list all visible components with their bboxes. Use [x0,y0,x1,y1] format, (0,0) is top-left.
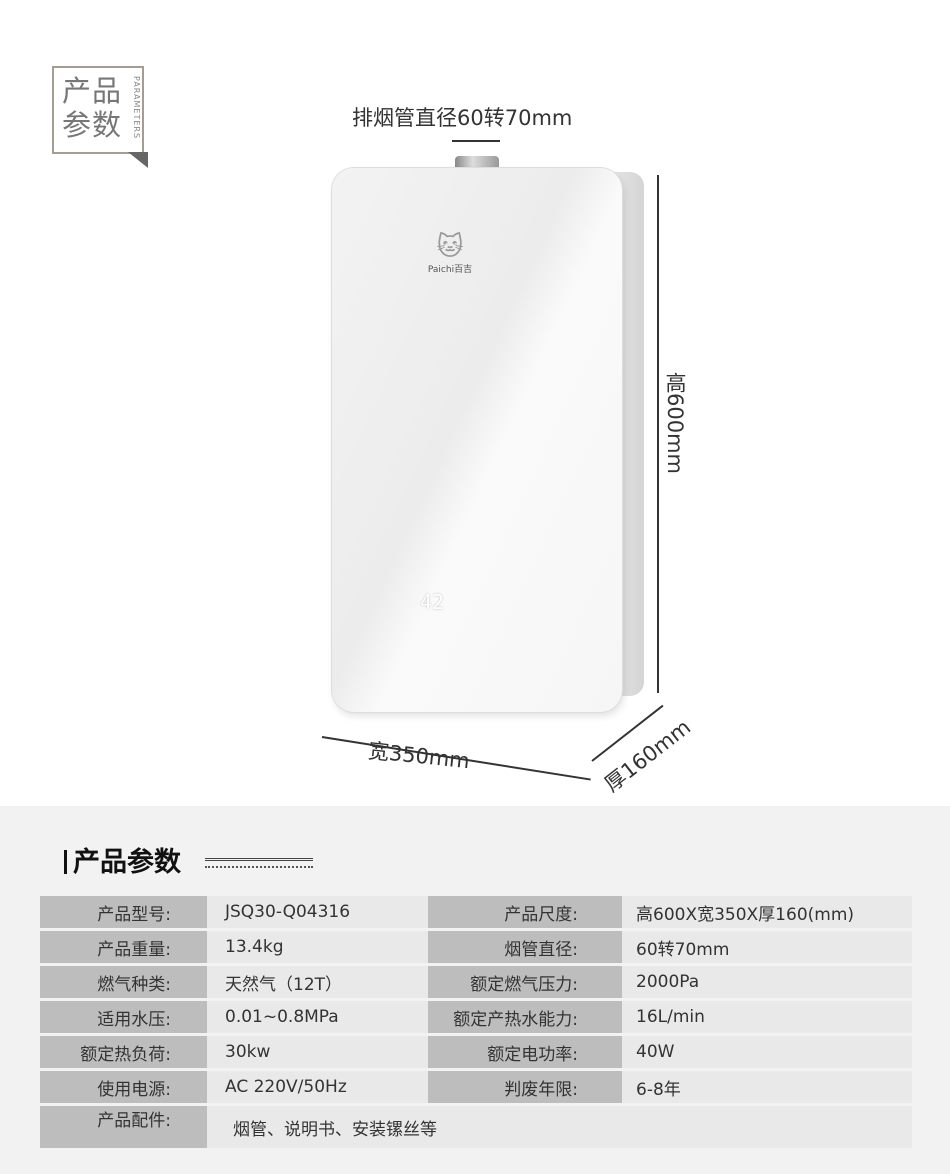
spec-value: 天然气（12T） [207,966,428,998]
badge-cn: 产品参数 [62,74,123,142]
badge-en: PARAMETERS [132,76,141,140]
spec-value: 烟管、说明书、安装镙丝等 [207,1106,912,1148]
spec-value2: 6-8年 [622,1071,912,1103]
temperature-display: 42 [420,590,445,614]
title-decoration [205,858,313,868]
depth-dimension: 厚160mm [600,714,696,797]
spec-label2: 烟管直径: [428,931,622,963]
spec-label: 产品配件: [40,1106,207,1148]
spec-value2: 16L/min [622,1001,912,1033]
parameters-badge: 产品参数 PARAMETERS [52,66,144,154]
brand-logo: 🐱Paichi百吉 [427,232,473,275]
spec-value: JSQ30-Q04316 [207,896,428,928]
height-dim-line [657,175,659,693]
spec-label2: 额定产热水能力: [428,1001,622,1033]
spec-value2: 2000Pa [622,966,912,998]
spec-label: 使用电源: [40,1071,207,1103]
spec-value: AC 220V/50Hz [207,1071,428,1103]
flue-dim-line [452,140,500,142]
spec-label: 产品型号: [40,896,207,928]
spec-row-accessories: 产品配件:烟管、说明书、安装镙丝等 [40,1106,912,1148]
height-dimension: 高600mm [663,372,687,474]
spec-value2: 40W [622,1036,912,1068]
spec-value2: 60转70mm [622,931,912,963]
spec-label2: 判废年限: [428,1071,622,1103]
spec-value: 13.4kg [207,931,428,963]
spec-label: 适用水压: [40,1001,207,1033]
water-heater-image [332,168,622,712]
spec-value: 30kw [207,1036,428,1068]
flue-dimension: 排烟管直径60转70mm [352,106,573,130]
spec-label: 额定热负荷: [40,1036,207,1068]
spec-label2: 额定燃气压力: [428,966,622,998]
spec-label: 产品重量: [40,931,207,963]
width-dimension: 宽350mm [366,738,471,774]
spec-label: 燃气种类: [40,966,207,998]
spec-title: 产品参数 [64,840,181,879]
spec-label2: 产品尺度: [428,896,622,928]
badge-corner [128,152,148,168]
spec-value: 0.01~0.8MPa [207,1001,428,1033]
spec-label2: 额定电功率: [428,1036,622,1068]
spec-value2: 高600X宽350X厚160(mm) [622,896,912,928]
spec-row: 燃气种类:天然气（12T）额定燃气压力:2000Pa [40,966,912,998]
